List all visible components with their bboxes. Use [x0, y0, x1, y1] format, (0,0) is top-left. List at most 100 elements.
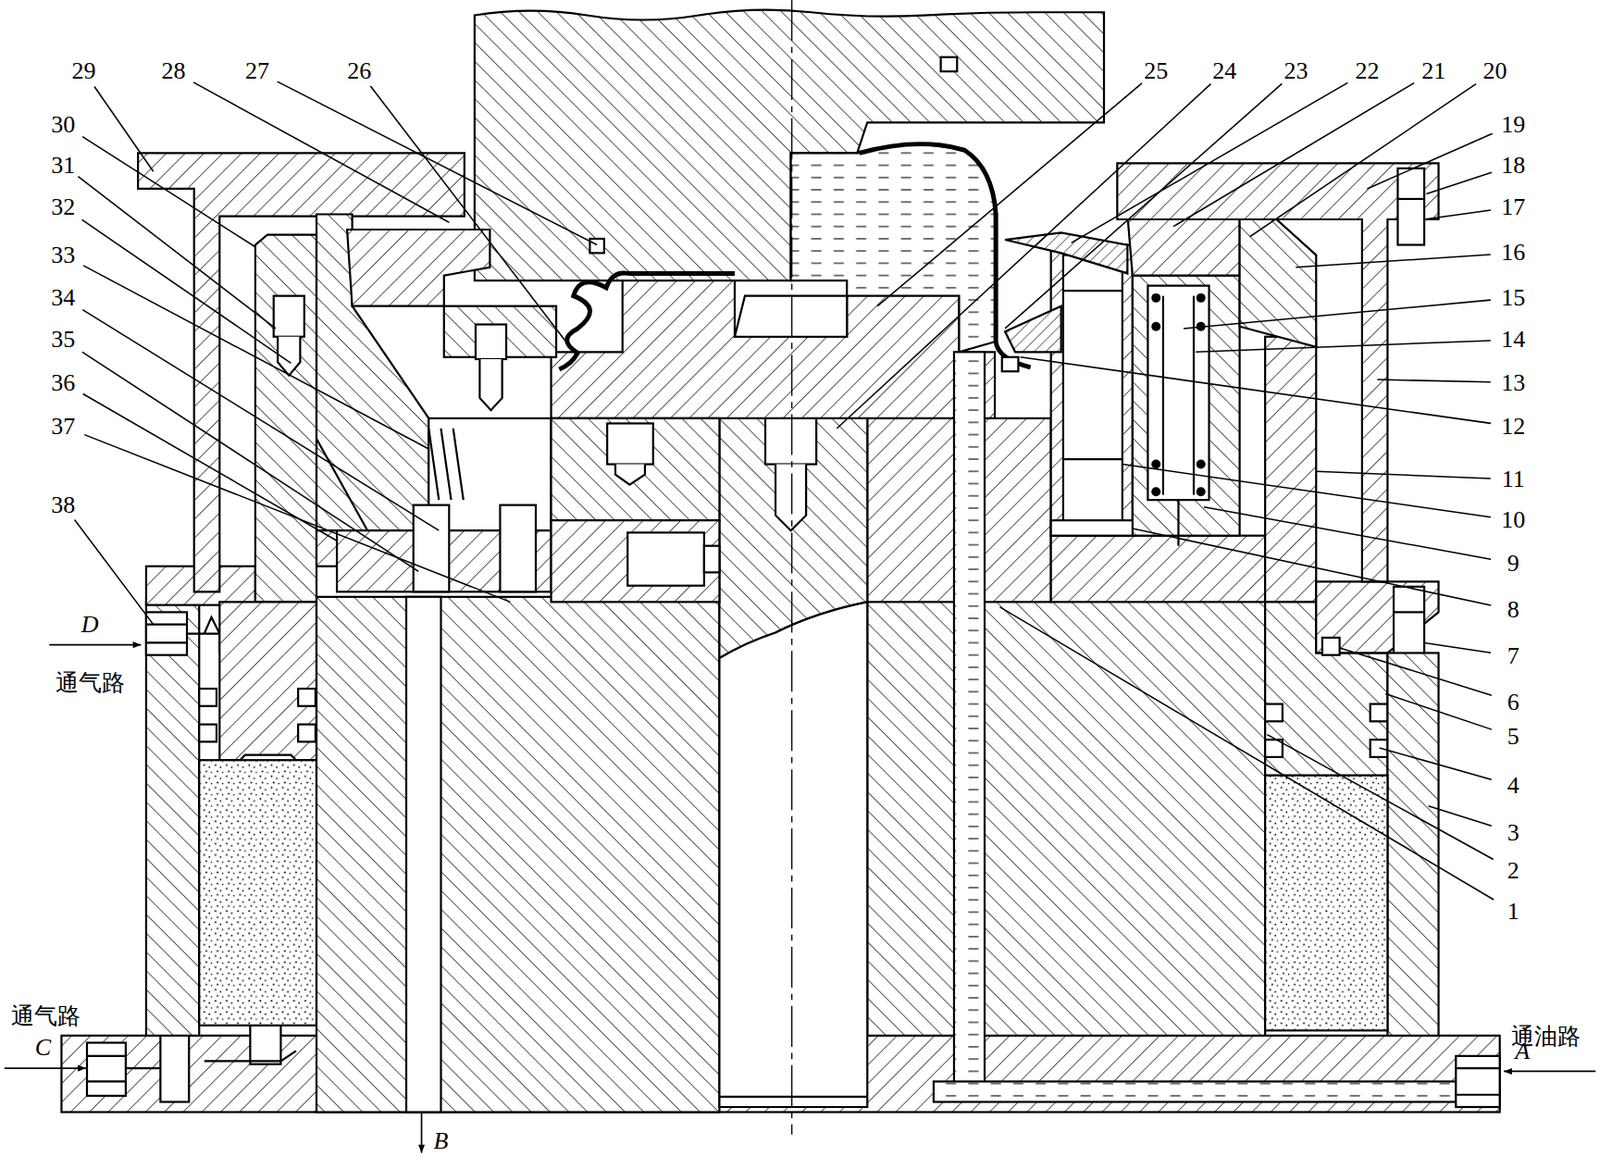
center-shaft — [719, 1095, 868, 1098]
port-label: 通气路 — [55, 669, 125, 694]
right-gas-piston — [1370, 704, 1389, 722]
right-gas-piston — [1393, 610, 1425, 613]
upper-die — [941, 57, 958, 72]
leader-line — [82, 219, 292, 363]
port-letter: A — [1514, 1037, 1530, 1065]
ram — [444, 280, 995, 419]
callout-number: 9 — [1507, 551, 1520, 576]
callout-number: 28 — [161, 59, 186, 84]
callout-number: 9 — [1507, 549, 1520, 577]
right-slide-and-taper — [1004, 209, 1316, 602]
callout-number: 14 — [1500, 325, 1526, 353]
liquid-and-tubes — [933, 1080, 1456, 1102]
left-lower-block — [316, 596, 720, 1113]
liquid-and-tubes — [1002, 357, 1019, 372]
callout-number: 29 — [71, 59, 96, 84]
leader-line — [1173, 83, 1414, 227]
left-outer-cylinder — [146, 641, 187, 644]
port-letter: D — [81, 610, 100, 638]
callout-number: 17 — [1500, 193, 1526, 221]
callout-number: 7 — [1507, 642, 1520, 670]
right-pin-block — [1151, 459, 1161, 470]
callout-number: 5 — [1507, 724, 1520, 749]
port-label: B — [433, 1128, 448, 1154]
callout-number: 13 — [1500, 371, 1526, 396]
callout-number: 8 — [1507, 595, 1520, 623]
center-line — [791, 0, 793, 1135]
left-outer-cylinder — [146, 601, 199, 1035]
left-gas-piston — [198, 759, 317, 1026]
callout-number: 34 — [50, 285, 75, 311]
callout-number: 18 — [1500, 153, 1526, 178]
leader-line — [1426, 172, 1492, 194]
base-plate — [125, 1066, 161, 1069]
right-slide-and-taper — [1240, 209, 1317, 348]
leader-line — [1071, 82, 1349, 243]
callout-number: 11 — [1501, 465, 1526, 493]
center-shaft — [719, 412, 868, 1107]
ram — [479, 359, 502, 410]
callout-number: 10 — [1500, 508, 1526, 533]
callout-number: 13 — [1500, 369, 1526, 397]
liquid-and-tubes — [558, 272, 735, 370]
callout-number: 24 — [1212, 57, 1237, 85]
leader-line — [370, 86, 571, 349]
base-plate — [86, 1042, 126, 1096]
base-plate — [204, 1050, 297, 1061]
callout-number: 18 — [1500, 151, 1526, 179]
leader-line — [1020, 357, 1491, 424]
callout-number: 33 — [50, 241, 75, 269]
center-shaft — [765, 412, 817, 464]
port-letter: C — [35, 1033, 51, 1061]
callout-number: 34 — [50, 284, 75, 311]
leader-line — [1385, 694, 1492, 731]
right-pin-block — [1151, 322, 1161, 332]
left-gas-piston — [198, 724, 217, 743]
leader-line — [1132, 528, 1491, 606]
callout-number: 33 — [50, 243, 75, 268]
callout-number: 3 — [1507, 820, 1520, 845]
callout-number: 35 — [50, 327, 75, 352]
port-label: D — [81, 612, 100, 637]
callout-number: 36 — [50, 369, 75, 397]
callout-number: 19 — [1500, 112, 1526, 137]
callout-number: 27 — [245, 57, 270, 85]
right-pin-block — [1196, 293, 1206, 303]
middle-left-parts — [627, 532, 705, 585]
leader-line — [1000, 607, 1495, 900]
callout-number: 38 — [50, 493, 75, 518]
callout-number: 12 — [1500, 412, 1526, 440]
callout-number: 8 — [1507, 597, 1520, 622]
base-plate — [86, 1079, 126, 1082]
liquid-and-tubes — [1455, 1093, 1500, 1096]
callout-number: 17 — [1500, 195, 1526, 220]
right-pin-block — [1051, 520, 1135, 536]
leader-line — [1424, 210, 1491, 220]
port-name: 通气路 — [55, 668, 125, 695]
right-pin-block — [1151, 486, 1161, 497]
middle-left-parts — [499, 505, 536, 593]
callout-number: 22 — [1355, 57, 1380, 85]
port-arrow — [49, 644, 141, 646]
callout-number: 15 — [1500, 284, 1526, 311]
leader-line — [1183, 299, 1491, 329]
right-gas-piston — [1322, 637, 1340, 656]
callout-number: 29 — [71, 57, 96, 85]
center-shaft — [775, 464, 807, 532]
right-pin-block — [1196, 459, 1206, 470]
upper-die — [347, 229, 490, 307]
center-shaft — [719, 601, 868, 1107]
port-arrow — [1503, 1070, 1596, 1073]
callout-number: 1 — [1507, 897, 1520, 925]
left-gas-piston — [198, 235, 317, 1026]
left-outer-cylinder — [186, 617, 220, 654]
callout-number: 4 — [1507, 771, 1520, 799]
right-pin-block — [1132, 275, 1241, 536]
callout-number: 5 — [1507, 722, 1520, 750]
callout-number: 30 — [50, 111, 75, 138]
left-lower-block — [316, 596, 720, 1113]
leader-line — [1379, 747, 1492, 780]
leader-line — [83, 265, 429, 449]
leader-line — [84, 434, 510, 603]
callout-number: 15 — [1500, 285, 1526, 311]
